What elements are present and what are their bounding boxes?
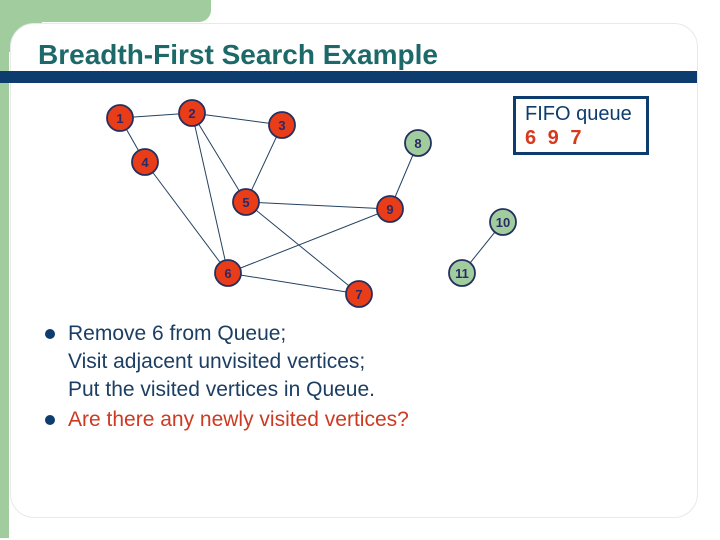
graph-node-7 [345, 280, 373, 308]
title-underline-bar [0, 71, 697, 83]
graph-node-label-1: 1 [116, 111, 123, 126]
graph-node-label-9: 9 [386, 202, 393, 217]
graph-node-11 [448, 259, 476, 287]
graph-edge-6-9 [227, 208, 391, 274]
graph-edge-2-5 [191, 112, 247, 203]
graph-edge-3-5 [245, 124, 283, 203]
graph-node-10 [489, 208, 517, 236]
graph-node-label-3: 3 [278, 118, 285, 133]
graph-edge-2-6 [191, 112, 229, 274]
graph-node-2 [178, 99, 206, 127]
bullet-2-line-1: Are there any newly visited vertices? [68, 408, 409, 431]
bullet-1-line-3: Put the visited vertices in Queue. [68, 378, 375, 401]
bullet-item-1: Remove 6 from Queue; Visit adjacent unvi… [45, 320, 628, 404]
fifo-queue-label: FIFO queue [525, 103, 632, 125]
graph-node-label-11: 11 [455, 266, 469, 281]
graph-node-6 [214, 259, 242, 287]
green-left-accent [0, 0, 9, 538]
graph-node-label-10: 10 [496, 215, 510, 230]
graph-node-3 [268, 111, 296, 139]
graph-node-8 [404, 129, 432, 157]
graph-node-label-2: 2 [188, 106, 195, 121]
bullet-item-2: Are there any newly visited vertices? [45, 406, 628, 434]
graph-node-label-4: 4 [141, 155, 149, 170]
graph-node-4 [131, 148, 159, 176]
fifo-queue-box: FIFO queue 6 9 7 [513, 96, 649, 155]
bullet-1-line-2: Visit adjacent unvisited vertices; [68, 350, 366, 373]
bullet-dot-icon [45, 415, 55, 425]
bullet-dot-icon [45, 329, 55, 339]
bullet-1-line-1: Remove 6 from Queue; [68, 322, 287, 345]
graph-edge-5-7 [245, 201, 360, 295]
graph-node-label-6: 6 [224, 266, 231, 281]
graph-node-label-5: 5 [242, 195, 249, 210]
green-top-accent [0, 0, 211, 22]
graph-node-label-8: 8 [414, 136, 421, 151]
graph-node-1 [106, 104, 134, 132]
graph-edge-6-7 [227, 272, 360, 295]
graph-edge-5-9 [245, 201, 391, 210]
bullet-list: Remove 6 from Queue; Visit adjacent unvi… [45, 320, 628, 434]
graph-node-5 [232, 188, 260, 216]
graph-node-label-7: 7 [355, 287, 362, 302]
graph-edge-4-6 [144, 161, 229, 274]
page-title: Breadth-First Search Example [38, 39, 438, 70]
graph-edge-2-3 [191, 112, 283, 126]
fifo-queue-contents: 6 9 7 [525, 127, 584, 149]
graph-node-9 [376, 195, 404, 223]
